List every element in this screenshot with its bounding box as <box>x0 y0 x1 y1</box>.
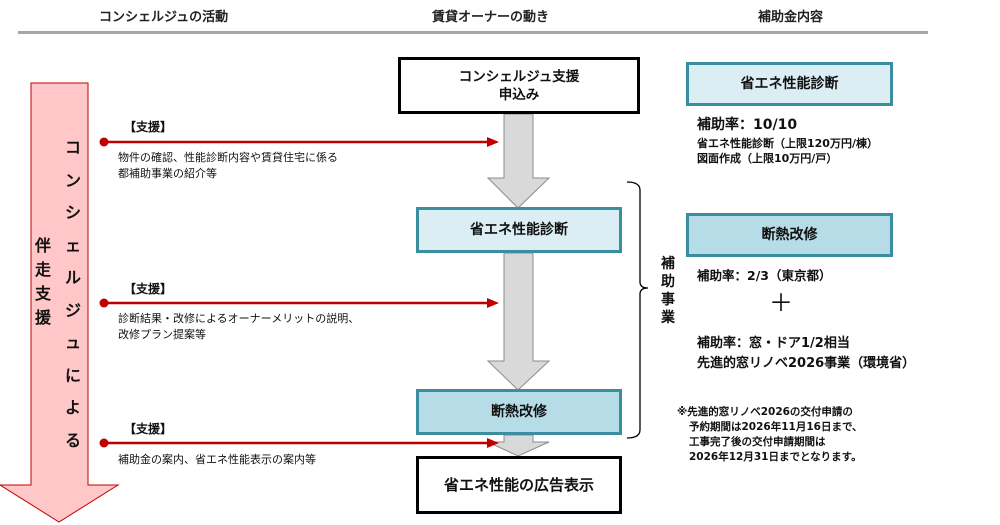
subsidy-insulation-title-text: 断熱改修 <box>761 227 818 243</box>
flow-arrow-3 <box>487 434 550 457</box>
arrow-char: 支 <box>34 284 51 303</box>
bracket-char: 補 <box>661 256 675 272</box>
accompaniment-arrow <box>0 82 120 523</box>
support-desc-line: 改修プラン提案等 <box>118 328 206 341</box>
header-divider <box>18 31 928 34</box>
subsidy-note: ※先進的窓リノベ2026の交付申請の 予約期間は2026年11月16日まで、 工… <box>677 405 863 465</box>
subsidy-program-name: 先進的窓リノベ2026事業（環境省） <box>697 356 916 371</box>
subsidy-bracket <box>626 181 649 439</box>
note-line: ※先進的窓リノベ2026の交付申請の <box>677 406 853 418</box>
bracket-char: 事 <box>661 292 675 308</box>
subsidy-diagnosis-details: 省エネ性能診断（上限120万円/棟） 図面作成（上限10万円/戸） <box>697 136 878 166</box>
note-line: 工事完了後の交付申請期間は <box>689 436 826 448</box>
support-desc-line: 物件の確認、性能診断内容や賃貸住宅に係る <box>118 151 338 164</box>
subsidy-insulation-title: 断熱改修 <box>686 213 893 257</box>
support-desc-3: 補助金の案内、省エネ性能表示の案内等 <box>118 452 316 468</box>
support-label-3: 【支援】 <box>124 422 173 436</box>
arrow-char: 走 <box>34 260 51 279</box>
support-desc-line: 都補助事業の紹介等 <box>118 167 217 180</box>
support-desc-line: 補助金の案内、省エネ性能表示の案内等 <box>118 453 316 466</box>
subsidy-diagnosis-rate: 補助率：10/10 <box>697 117 798 133</box>
flow-step-advertising-label: 省エネ性能の広告表示 <box>443 476 594 494</box>
header-concierge-activity: コンシェルジュの活動 <box>99 10 229 25</box>
support-label-2: 【支援】 <box>124 282 173 296</box>
bracket-label: 補 助 事 業 <box>660 255 676 327</box>
note-line: 予約期間は2026年11月16日まで、 <box>689 421 863 433</box>
arrow-char: る <box>64 430 81 450</box>
header-subsidy-content: 補助金内容 <box>758 10 824 25</box>
note-line: 2026年12月31日までとなります。 <box>689 451 862 463</box>
arrow-char: ュ <box>64 333 81 352</box>
subsidy-diagnosis-title-text: 省エネ性能診断 <box>740 76 839 92</box>
accompaniment-text-outer: 伴 走 支 援 <box>33 234 53 330</box>
connector-1 <box>99 137 499 147</box>
subsidy-diagnosis-title: 省エネ性能診断 <box>686 62 893 106</box>
bracket-char: 業 <box>661 310 675 326</box>
arrow-char: コ <box>64 138 81 157</box>
bracket-char: 助 <box>661 274 675 290</box>
flow-step-advertising: 省エネ性能の広告表示 <box>416 456 622 514</box>
subsidy-detail-line: 図面作成（上限10万円/戸） <box>697 152 838 165</box>
flow-arrow-2 <box>486 252 551 391</box>
flow-step-apply: コンシェルジュ支援 申込み <box>398 57 640 114</box>
support-desc-2: 診断結果・改修によるオーナーメリットの説明、 改修プラン提案等 <box>118 311 359 343</box>
plus-icon: ＋ <box>769 289 793 317</box>
flow-step-diagnosis: 省エネ性能診断 <box>416 207 622 253</box>
arrow-char: よ <box>64 398 81 417</box>
support-desc-1: 物件の確認、性能診断内容や賃貸住宅に係る 都補助事業の紹介等 <box>118 150 338 182</box>
arrow-char: ル <box>64 268 81 287</box>
arrow-char: に <box>64 365 81 385</box>
subsidy-rate-tokyo: 補助率：2/3（東京都） <box>697 268 832 283</box>
header-owner-actions: 賃貸オーナーの動き <box>432 10 550 25</box>
support-desc-line: 診断結果・改修によるオーナーメリットの説明、 <box>118 312 360 325</box>
subsidy-detail-line: 省エネ性能診断（上限120万円/棟） <box>697 137 878 150</box>
arrow-char: ジ <box>64 300 81 320</box>
support-label-1: 【支援】 <box>124 120 173 134</box>
flow-step-insulation-label: 断熱改修 <box>491 404 547 420</box>
arrow-char: 伴 <box>34 236 51 255</box>
connector-2 <box>99 298 499 308</box>
arrow-char: ン <box>64 170 81 190</box>
flow-arrow-1 <box>486 113 551 209</box>
arrow-char: ェ <box>64 235 81 255</box>
flow-step-apply-line1: コンシェルジュ支援 <box>458 68 580 85</box>
connector-3 <box>99 438 499 448</box>
flow-step-apply-line2: 申込み <box>498 86 540 103</box>
arrow-char: シ <box>64 203 81 222</box>
accompaniment-text-inner: コ ン シ ェ ル ジ ュ に よ る <box>63 132 83 457</box>
flow-step-diagnosis-label: 省エネ性能診断 <box>470 222 568 238</box>
subsidy-rate-window: 補助率：窓・ドア1/2相当 <box>697 336 850 351</box>
flow-step-insulation: 断熱改修 <box>416 389 622 435</box>
arrow-char: 援 <box>34 308 51 327</box>
